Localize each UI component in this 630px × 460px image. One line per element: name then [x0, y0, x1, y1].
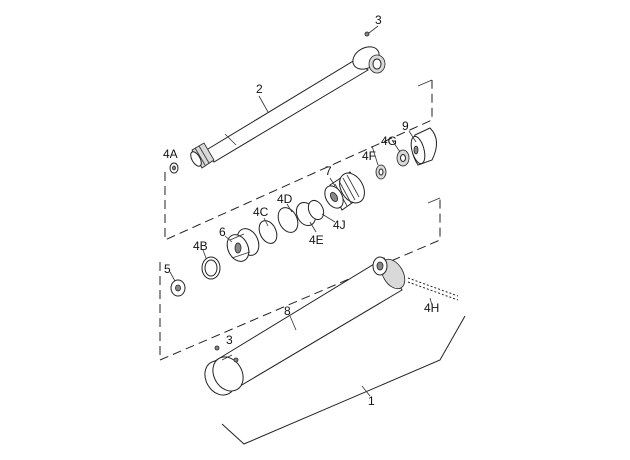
label-4g: 4G	[381, 134, 397, 148]
gland	[324, 171, 365, 211]
label-4b: 4B	[193, 239, 208, 253]
label-4a: 4A	[163, 147, 178, 161]
grease-fitting-top	[364, 25, 379, 37]
label-1: 1	[368, 394, 375, 408]
ring-4b	[201, 256, 221, 280]
nut-4a	[169, 162, 179, 174]
seal-rings	[258, 199, 325, 244]
label-2: 2	[256, 82, 263, 96]
label-4f: 4F	[362, 149, 376, 163]
grease-fitting-bottom	[214, 345, 220, 351]
part-labels: 3 2 9 4G 4A 4F 7 4D 4C 6 4J 4E 4B 5 4H 8…	[163, 13, 439, 408]
wiper-4f	[375, 164, 387, 180]
label-4d: 4D	[277, 192, 293, 206]
pin-4h	[407, 277, 459, 301]
seal-kit-bracket	[159, 79, 441, 361]
label-5: 5	[164, 262, 171, 276]
label-4h: 4H	[424, 301, 439, 315]
label-8: 8	[284, 304, 291, 318]
cylinder-barrel	[204, 256, 406, 396]
cylinder-assembly-bracket	[221, 315, 466, 445]
piston-rod	[190, 46, 386, 169]
ring-4g	[396, 149, 410, 167]
label-4e: 4E	[309, 233, 324, 247]
label-3-top: 3	[375, 13, 382, 27]
piston	[226, 228, 260, 262]
label-4j: 4J	[333, 218, 346, 232]
cap-9	[410, 127, 437, 166]
leader-lines	[169, 95, 433, 397]
label-4c: 4C	[253, 205, 269, 219]
label-3-bottom: 3	[226, 333, 233, 347]
label-7: 7	[325, 164, 332, 178]
label-6: 6	[219, 225, 226, 239]
nut-5	[170, 279, 186, 297]
label-9: 9	[402, 119, 409, 133]
